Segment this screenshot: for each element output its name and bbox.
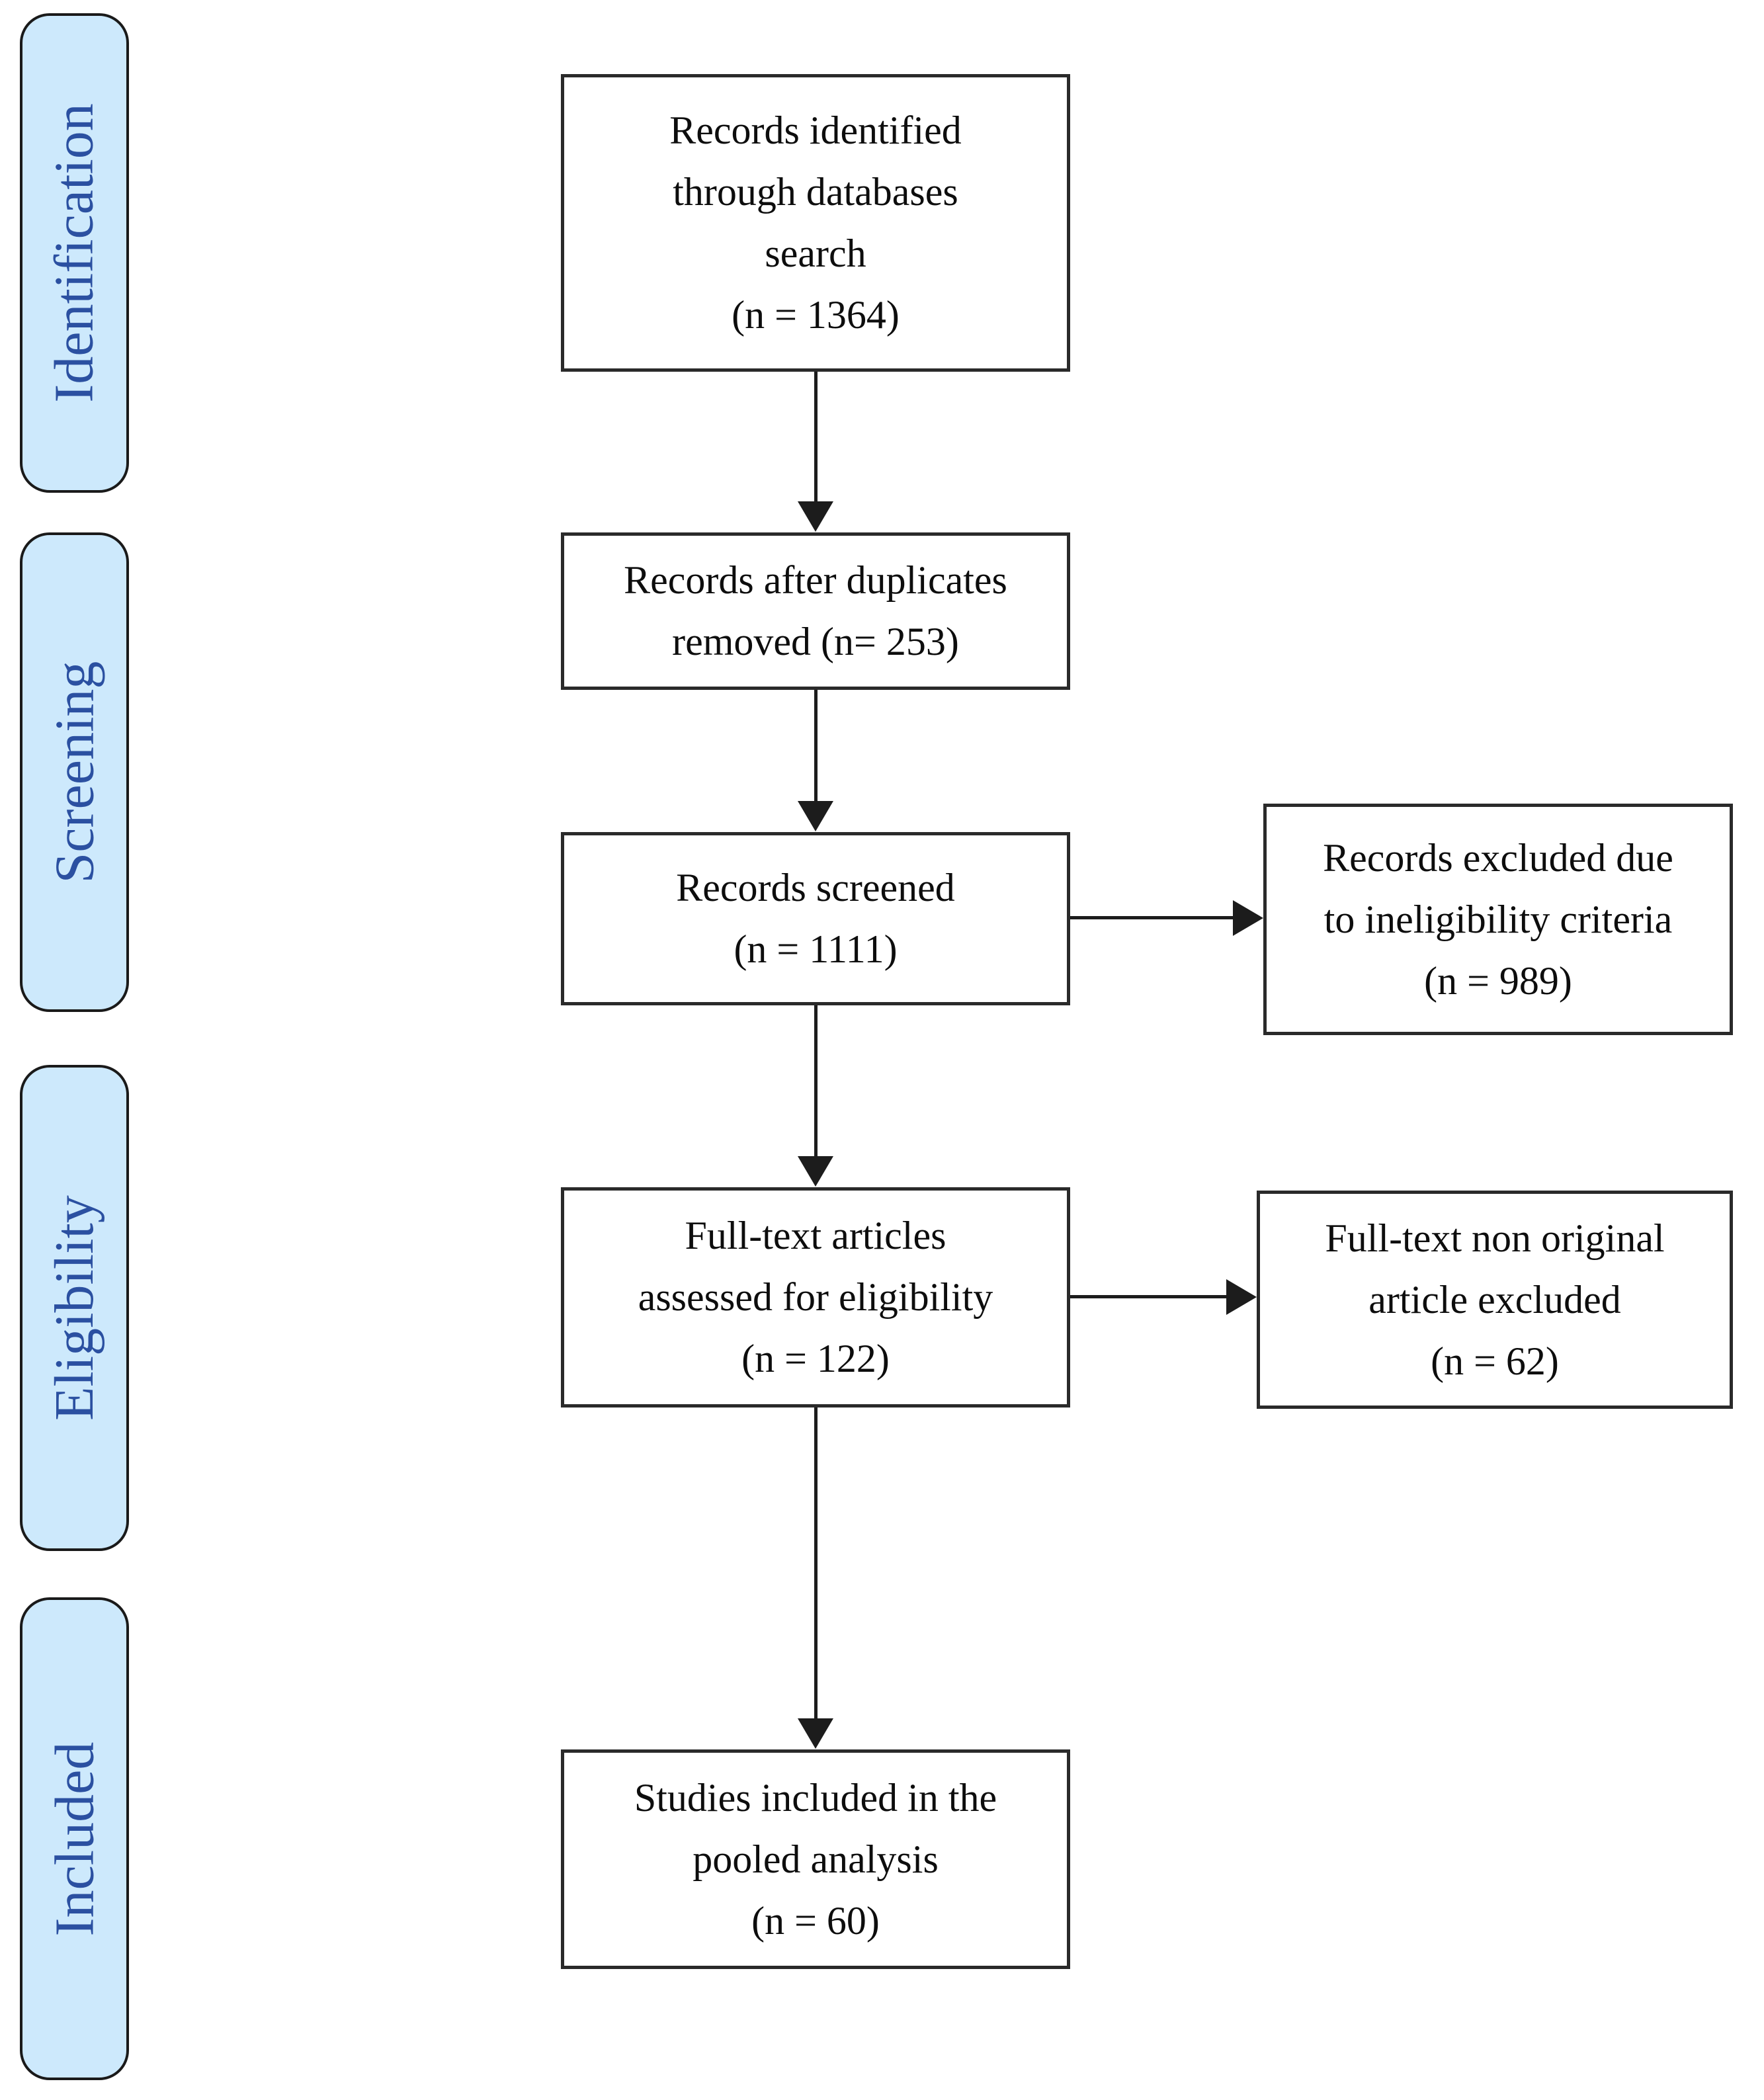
stage-identification: Identification <box>20 13 129 493</box>
box-fulltext-excluded-line: article excluded <box>1368 1277 1621 1322</box>
box-studies-included-line: pooled analysis <box>693 1837 939 1881</box>
box-studies-included: Studies included in the pooled analysis … <box>561 1749 1070 1969</box>
box-studies-included-count: (n = 60) <box>751 1898 880 1943</box>
box-records-screened: Records screened (n = 1111) <box>561 832 1070 1005</box>
connector-line-duplicates-to-screened <box>814 690 818 804</box>
box-fulltext-excluded-count: (n = 62) <box>1431 1339 1559 1383</box>
box-records-screened-line: Records screened <box>676 866 955 909</box>
box-fulltext-excluded: Full-text non original article excluded … <box>1257 1191 1733 1409</box>
connector-line-identified-to-duplicates <box>814 372 818 504</box>
box-records-identified-line: through databases <box>673 170 958 214</box>
arrow-down-icon <box>798 501 833 532</box>
box-records-identified-line: search <box>765 231 866 275</box>
arrow-down-icon <box>798 1718 833 1749</box>
stage-included-label: Included <box>44 1742 106 1936</box>
arrow-right-icon <box>1233 900 1263 936</box>
connector-line-fulltext-to-excluded <box>1070 1295 1229 1298</box>
stage-identification-label: Identification <box>44 103 106 403</box>
box-records-excluded-count: (n = 989) <box>1424 958 1572 1003</box>
box-fulltext-excluded-line: Full-text non original <box>1325 1216 1665 1260</box>
box-duplicates-removed-line: Records after duplicates <box>624 558 1007 602</box>
connector-line-screened-to-excluded <box>1070 916 1236 919</box>
stage-eligibility-label: Eligibility <box>44 1195 105 1421</box>
box-fulltext-assessed-line: Full-text articles <box>685 1214 946 1257</box>
connector-line-screened-to-fulltext <box>814 1005 818 1159</box>
box-fulltext-assessed-line: assessed for eligibility <box>638 1275 993 1319</box>
box-fulltext-assessed: Full-text articles assessed for eligibil… <box>561 1187 1070 1407</box>
arrow-down-icon <box>798 1156 833 1187</box>
arrow-down-icon <box>798 801 833 831</box>
box-records-excluded-line: Records excluded due <box>1323 835 1673 880</box>
box-duplicates-removed: Records after duplicates removed (n= 253… <box>561 532 1070 690</box>
stage-screening-label: Screening <box>44 661 106 884</box>
box-studies-included-line: Studies included in the <box>634 1775 997 1820</box>
box-duplicates-removed-count: removed (n= 253) <box>672 620 959 663</box>
arrow-right-icon <box>1226 1279 1257 1315</box>
stage-screening: Screening <box>20 532 129 1012</box>
stage-included: Included <box>20 1597 129 2080</box>
box-fulltext-assessed-count: (n = 122) <box>741 1337 890 1380</box>
box-records-identified: Records identified through databases sea… <box>561 74 1070 372</box>
box-records-identified-count: (n = 1364) <box>732 293 900 337</box>
box-records-excluded: Records excluded due to ineligibility cr… <box>1263 804 1733 1035</box>
box-records-screened-count: (n = 1111) <box>734 927 898 971</box>
connector-line-fulltext-to-included <box>814 1407 818 1719</box>
box-records-excluded-line: to ineligibility criteria <box>1323 897 1673 941</box>
box-records-identified-line: Records identified <box>669 108 962 152</box>
stage-eligibility: Eligibility <box>20 1065 129 1551</box>
